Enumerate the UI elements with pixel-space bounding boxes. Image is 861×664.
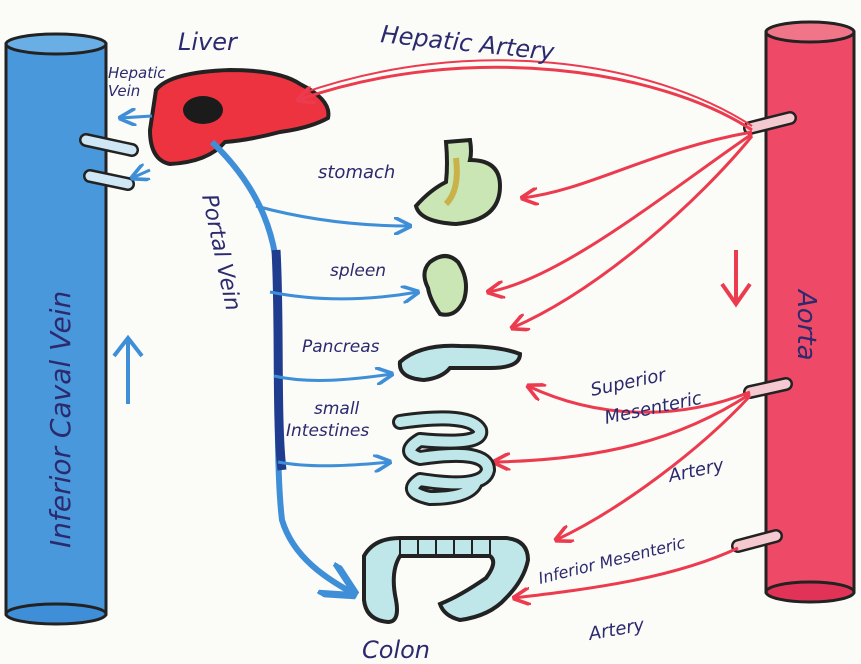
label-inferior-mesenteric-2: Artery	[586, 614, 646, 645]
label-colon: Colon	[362, 636, 430, 664]
label-inferior-caval-vein: Inferior Caval Vein	[44, 291, 77, 548]
label-hepatic-vein-1: Hepatic	[108, 64, 166, 82]
artery-branches	[488, 132, 752, 598]
pancreas	[400, 346, 520, 380]
label-stomach: stomach	[318, 162, 395, 183]
label-portal-vein: Portal Vein	[196, 192, 245, 313]
hepatic-artery	[298, 60, 752, 130]
label-inferior-mesenteric-1: Inferior Mesenteric	[536, 533, 687, 588]
liver	[150, 70, 328, 164]
label-superior-mesenteric-1: Superior	[589, 364, 669, 401]
label-small-intestines-1: small	[314, 399, 360, 419]
portal-vein	[212, 142, 354, 594]
aorta-flow-arrow	[722, 250, 750, 304]
small-intestines	[400, 418, 488, 498]
label-hepatic-artery: Hepatic Artery	[379, 20, 556, 66]
label-pancreas: Pancreas	[302, 337, 380, 357]
label-liver: Liver	[178, 28, 239, 56]
label-spleen: spleen	[330, 261, 386, 281]
label-hepatic-vein-2: Vein	[108, 82, 140, 100]
colon	[364, 538, 528, 622]
label-superior-mesenteric-3: Artery	[666, 455, 726, 487]
caval-flow-arrow	[114, 338, 142, 404]
label-small-intestines-2: Intestines	[286, 421, 369, 441]
label-aorta: Aorta	[791, 288, 821, 361]
spleen	[424, 256, 466, 315]
stomach	[416, 140, 500, 224]
